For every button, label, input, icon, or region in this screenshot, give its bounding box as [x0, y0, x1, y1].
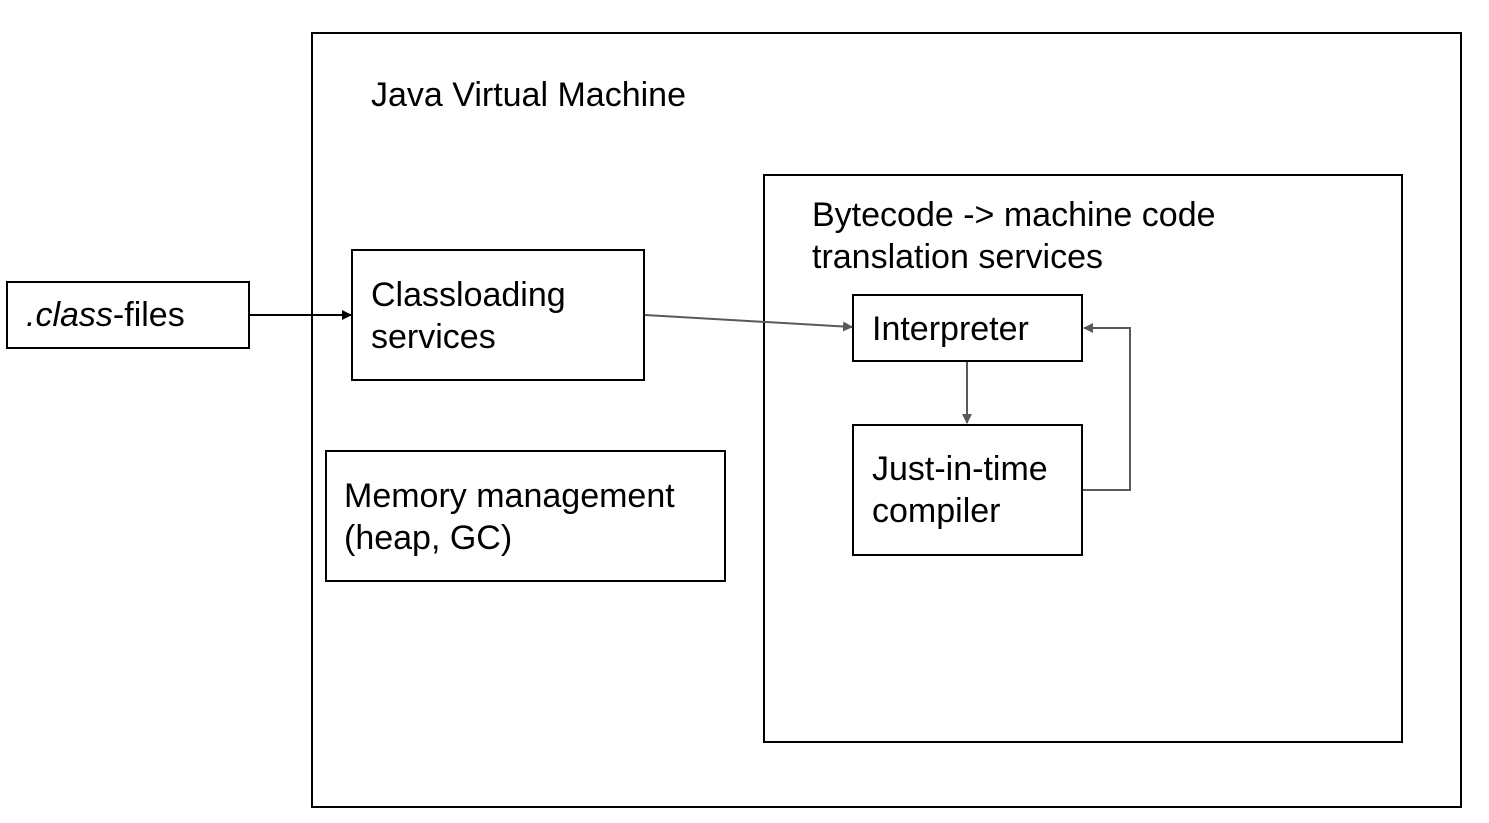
jit-compiler-box — [852, 424, 1083, 556]
classloading-line-1: Classloading — [371, 276, 566, 314]
translation-line-2: translation services — [812, 238, 1104, 276]
classloading-services-box — [351, 249, 645, 381]
jit-compiler-label: Just-in-time compiler — [872, 448, 1048, 532]
translation-line-1: Bytecode -> machine code — [812, 196, 1216, 234]
class-files-extension: .class — [26, 296, 113, 334]
jit-line-1: Just-in-time — [872, 450, 1048, 488]
memory-line-2: (heap, GC) — [344, 519, 513, 557]
jvm-container — [311, 32, 1462, 808]
translation-services-label: Bytecode -> machine code translation ser… — [812, 194, 1216, 278]
class-files-label: .class-files — [26, 294, 185, 336]
memory-line-1: Memory management — [344, 477, 675, 515]
class-files-suffix: -files — [112, 296, 185, 334]
interpreter-label: Interpreter — [872, 310, 1029, 348]
interpreter-box — [852, 294, 1083, 362]
classloading-services-label: Classloading services — [371, 274, 566, 358]
translation-services-box — [763, 174, 1403, 743]
memory-management-box — [325, 450, 726, 582]
jit-line-2: compiler — [872, 492, 1001, 530]
arrow-classloading-to-interpreter — [644, 314, 853, 332]
class-files-box — [6, 281, 250, 349]
arrow-jit-to-interpreter — [1083, 323, 1131, 491]
memory-management-label: Memory management (heap, GC) — [344, 475, 675, 559]
classloading-line-2: services — [371, 318, 496, 356]
jvm-title: Java Virtual Machine — [371, 76, 686, 114]
